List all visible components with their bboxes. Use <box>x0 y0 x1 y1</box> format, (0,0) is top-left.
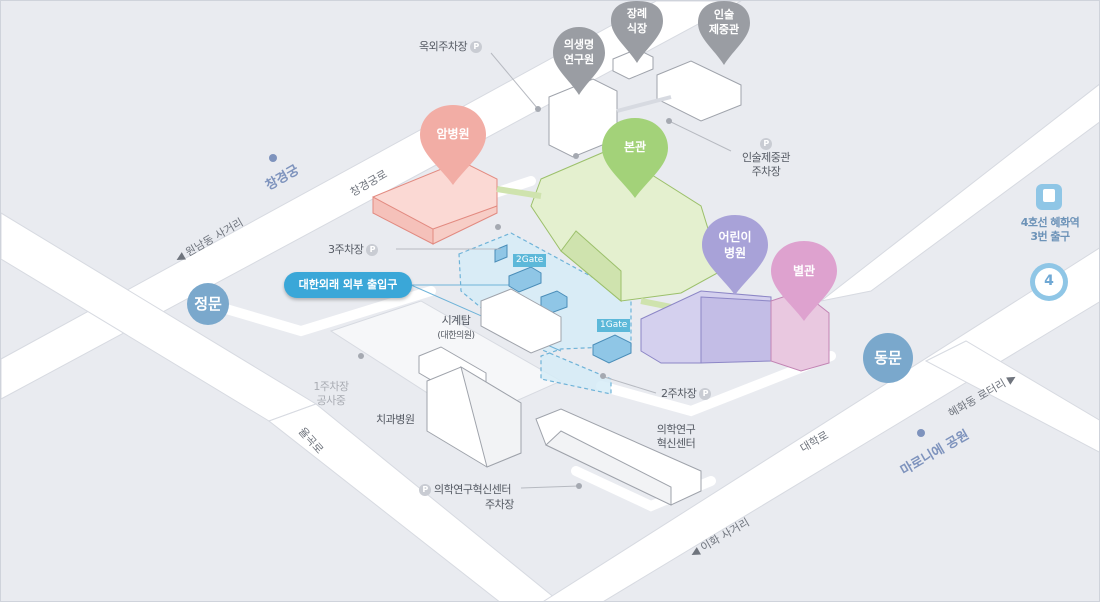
exit-circle-inner <box>1035 268 1063 296</box>
parking1-line1: 1주차장 <box>313 380 349 393</box>
gate1-tag[interactable]: 1Gate <box>597 319 631 332</box>
clocktower-label: 시계탑 (대한의원) <box>426 314 486 343</box>
pin-cancer-shape <box>420 105 486 185</box>
research-line1: 의학연구 <box>656 423 696 436</box>
research-center-side <box>545 430 672 506</box>
parking1-label: 1주차장 공사중 <box>306 380 356 408</box>
gate2-tag[interactable]: 2Gate <box>513 254 547 267</box>
pin-children-shape <box>702 215 768 295</box>
pin-funeral-label-2[interactable]: 식장 <box>626 22 648 35</box>
outdoor-parking-label: 옥외주차장 P <box>419 40 483 54</box>
pin-main-label[interactable]: 본관 <box>623 140 647 154</box>
dot-parking3 <box>495 224 501 230</box>
outdoor-parking-text: 옥외주차장 <box>419 40 468 53</box>
pin-funeral-shape <box>611 1 663 63</box>
dot-research-parking <box>576 483 582 489</box>
research-center-label: 의학연구 혁신센터 <box>646 423 706 451</box>
road-hyehwa <box>924 340 1099 453</box>
gate2-block-b <box>508 266 542 293</box>
dot-changgyeonggung <box>269 154 277 162</box>
clocktower-building <box>480 288 562 354</box>
clocktower-line2: (대한의원) <box>437 331 475 341</box>
parking3-text: 3주차장 <box>328 243 364 256</box>
pin-printing-shape <box>698 1 750 65</box>
parking-icon: P <box>366 244 379 256</box>
dental-side <box>460 365 522 468</box>
printing-parking-label: P 인술제중관 주차장 <box>731 137 801 179</box>
road-yulgok <box>267 403 560 601</box>
pin-printing-label-1[interactable]: 인술 <box>713 8 735 21</box>
dental-hospital-label: 치과병원 <box>376 413 415 426</box>
clocktower-line1: 시계탑 <box>441 314 471 327</box>
cancer-hospital-side <box>432 205 498 245</box>
printing-parking-line2: 주차장 <box>751 165 781 178</box>
subway-line2: 3번 출구 <box>1030 230 1070 243</box>
pin-printing-label-2[interactable]: 제중관 <box>708 23 740 36</box>
printing-hall-building <box>656 60 742 122</box>
leader-research-parking <box>520 485 580 489</box>
dot-parking2 <box>600 373 606 379</box>
leader-printing-parking <box>668 120 732 152</box>
road-daehak <box>543 247 1099 601</box>
pin-cancer-label[interactable]: 암병원 <box>436 127 470 141</box>
childrens-hospital-front <box>700 296 772 364</box>
exit-number: 4 <box>1044 273 1054 289</box>
leader-outdoor-parking <box>490 52 539 110</box>
subway-label: 4호선 혜화역 3번 출구 <box>1011 216 1089 244</box>
pin-annex-shape <box>771 241 837 321</box>
dot-printing-parking <box>666 118 672 124</box>
parking-icon: P <box>419 484 431 496</box>
pin-children-label-2[interactable]: 병원 <box>723 246 747 260</box>
dot-parking1 <box>358 353 364 359</box>
leader-parking2 <box>600 375 657 394</box>
pins <box>420 1 837 321</box>
pin-bio-shape <box>553 27 605 95</box>
main-building-side <box>560 230 622 303</box>
parking2-text: 2주차장 <box>661 387 697 400</box>
path-main-gate <box>211 286 436 337</box>
pin-bio-label-1[interactable]: 의생명 <box>563 38 595 51</box>
road-east <box>820 83 1099 302</box>
east-gate[interactable]: 동문 <box>863 333 913 383</box>
research-line2: 혁신센터 <box>656 437 696 450</box>
pin-funeral-label-1[interactable]: 장례 <box>626 7 648 20</box>
pin-main-shape <box>602 118 668 198</box>
dot-marronnier <box>917 429 925 437</box>
dot-outdoor-parking <box>535 106 541 112</box>
external-entrance-label[interactable]: 대한외래 외부 출입구 <box>284 272 412 298</box>
skybridge-north <box>616 95 672 113</box>
pin-bio-label-2[interactable]: 연구원 <box>563 53 595 66</box>
parking1-line2: 공사중 <box>316 394 346 407</box>
path-east <box>596 351 836 417</box>
pin-children-label-1[interactable]: 어린이 <box>718 230 752 244</box>
parking-icon: P <box>470 41 483 53</box>
subway-icon-train <box>1043 189 1055 202</box>
parking-icon: P <box>699 388 712 400</box>
skybridge-cancer <box>496 186 542 199</box>
research-parking-line1: 의학연구혁신센터 <box>434 483 511 496</box>
gate1-block <box>592 334 632 364</box>
printing-parking-line1: 인술제중관 <box>741 151 791 164</box>
parking2-label: 2주차장 P <box>661 387 712 401</box>
subway-line1: 4호선 혜화역 <box>1020 216 1080 229</box>
dot-bio <box>573 153 579 159</box>
pin-annex-label[interactable]: 별관 <box>792 264 816 278</box>
main-gate[interactable]: 정문 <box>187 283 229 325</box>
parking-icon: P <box>760 138 772 150</box>
research-parking-label: P 의학연구혁신센터 <box>419 483 511 497</box>
parking3-label: 3주차장 P <box>328 243 379 257</box>
research-parking-label-2: 주차장 <box>485 498 514 511</box>
